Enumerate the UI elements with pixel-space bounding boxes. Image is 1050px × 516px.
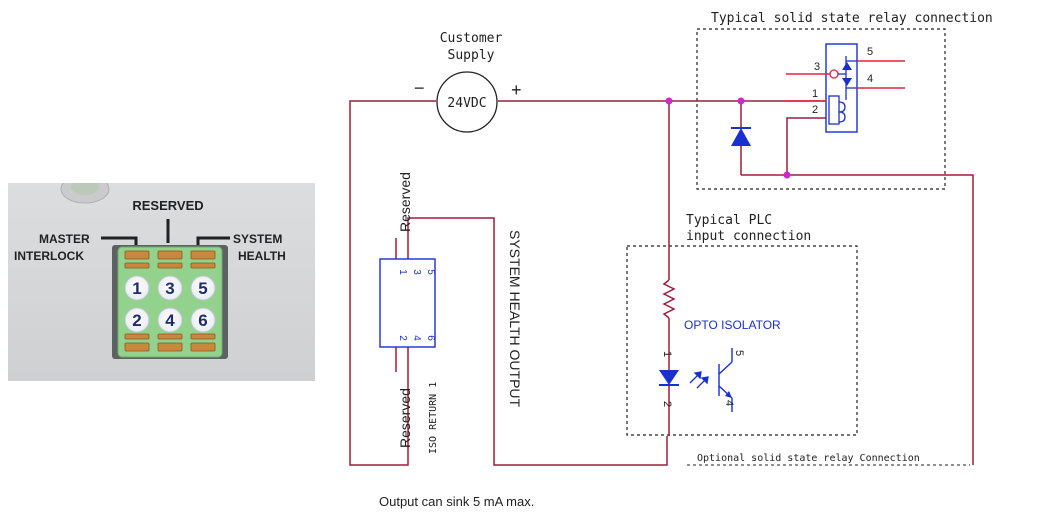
plc-pin: 4 bbox=[723, 400, 735, 406]
reserved-top-label: Reserved bbox=[397, 172, 413, 232]
terminal-number: 2 bbox=[132, 311, 141, 330]
label-reserved: RESERVED bbox=[132, 198, 203, 213]
resistor-icon bbox=[662, 279, 676, 319]
relay-diode-icon bbox=[731, 127, 751, 146]
plc-pin: 2 bbox=[661, 401, 673, 407]
relay-pin: 4 bbox=[867, 73, 873, 85]
plc-pin: 5 bbox=[733, 350, 745, 356]
relay-internal-switch bbox=[829, 56, 857, 100]
pin-number: 2 bbox=[397, 335, 408, 341]
leader-lines bbox=[101, 219, 230, 247]
top-clips bbox=[124, 250, 216, 269]
pin-number: 4 bbox=[411, 335, 422, 341]
label-system: SYSTEM bbox=[233, 232, 282, 246]
terminal-number: 6 bbox=[198, 311, 207, 330]
supply-symbol bbox=[436, 71, 498, 133]
terminal-number: 5 bbox=[198, 279, 207, 298]
label-master: MASTER bbox=[39, 232, 90, 246]
transistor-arrow bbox=[725, 391, 732, 398]
pin-number: 3 bbox=[411, 269, 422, 275]
relay-leads bbox=[786, 60, 905, 102]
bottom-clips bbox=[124, 333, 216, 352]
junction-dots bbox=[665, 97, 791, 179]
plc-subtitle: input connection bbox=[686, 229, 811, 244]
label-health: HEALTH bbox=[238, 249, 286, 263]
indicator-lens bbox=[71, 183, 99, 195]
connector-leads bbox=[395, 238, 409, 440]
pin-number: 6 bbox=[425, 335, 436, 341]
pin-number: 1 bbox=[397, 269, 408, 275]
supply-subtitle: Supply bbox=[448, 48, 495, 63]
relay-title: Typical solid state relay connection bbox=[711, 11, 993, 26]
relay-pin: 3 bbox=[814, 61, 820, 73]
supply-title: Customer bbox=[440, 31, 503, 46]
light-arrows-icon bbox=[689, 371, 709, 389]
plc-pin: 1 bbox=[661, 351, 673, 357]
pin-number: 5 bbox=[425, 269, 436, 275]
sink-current-note: Output can sink 5 mA max. bbox=[379, 494, 534, 509]
optional-relay-label: Optional solid state relay Connection bbox=[697, 453, 920, 464]
reserved-bottom-label: Reserved bbox=[397, 388, 413, 448]
opto-isolator-label: OPTO ISOLATOR bbox=[684, 318, 781, 332]
terminal-number: 4 bbox=[165, 311, 175, 330]
connector-photo: RESERVED MASTER INTERLOCK SYSTEM HEALTH bbox=[8, 183, 315, 381]
relay-triac-down bbox=[842, 78, 852, 86]
plc-title: Typical PLC bbox=[686, 213, 772, 228]
iso-return-label: ISO RETURN 1 bbox=[428, 382, 439, 454]
terminal-number: 1 bbox=[132, 279, 141, 298]
relay-pin: 1 bbox=[812, 88, 818, 100]
relay-pin: 2 bbox=[812, 104, 818, 116]
relay-pin: 5 bbox=[867, 46, 873, 58]
led-icon bbox=[659, 370, 679, 386]
relay-box bbox=[696, 28, 946, 190]
supply-minus: − bbox=[414, 78, 425, 98]
terminal-dots bbox=[124, 275, 216, 333]
terminal-number: 3 bbox=[165, 279, 174, 298]
supply-voltage: 24VDC bbox=[447, 96, 486, 111]
system-health-output-label: SYSTEM HEALTH OUTPUT bbox=[507, 230, 523, 408]
connector-block bbox=[379, 258, 436, 348]
supply-plus: + bbox=[511, 80, 522, 100]
label-interlock: INTERLOCK bbox=[14, 249, 84, 263]
relay-triac-up bbox=[842, 62, 852, 70]
plc-box bbox=[626, 245, 858, 436]
relay-coil-icon bbox=[828, 95, 846, 125]
wires bbox=[349, 100, 974, 466]
